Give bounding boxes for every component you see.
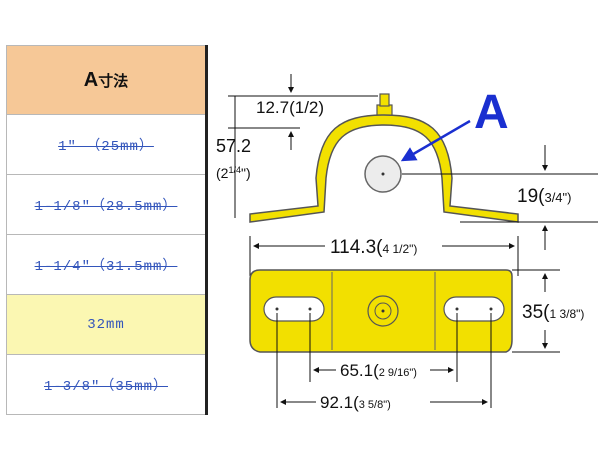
table-row: 1-1/8"（28.5mm）: [6, 174, 207, 235]
size-cell-1: 1" （25mm）: [6, 114, 207, 175]
size-label: 1-3/8"（35mm）: [43, 378, 168, 395]
bracket-drawing: A 12.7(1/2) 57.2 (21/4") 19(3/4") 114.3(…: [216, 74, 598, 412]
size-cell-3: 1-1/4"（31.5mm）: [6, 234, 207, 295]
size-table-header-row: A寸法: [6, 45, 207, 115]
table-row: 32mm: [6, 294, 207, 355]
dim-inner: 65.1(2 9/16"): [309, 313, 458, 382]
header-text: 寸法: [98, 72, 129, 90]
size-cell-2: 1-1/8"（28.5mm）: [6, 174, 207, 235]
table-row: 1-1/4"（31.5mm）: [6, 234, 207, 295]
slot-right: [443, 296, 505, 322]
dim-width-label: 35(1 3/8"): [522, 302, 584, 323]
size-label: 1-1/4"（31.5mm）: [34, 258, 178, 275]
dim-height: 57.2 (21/4"): [216, 96, 251, 218]
dim-outer: 92.1(3 5/8"): [276, 313, 492, 412]
dim-top-gap: 12.7(1/2): [228, 74, 378, 150]
size-table-header: A寸法: [6, 45, 207, 115]
dim-width: 35(1 3/8"): [512, 269, 584, 353]
callout-letter: A: [474, 86, 509, 139]
dim-top-gap-label: 12.7(1/2): [256, 98, 324, 117]
dim-length-label: 114.3(4 1/2"): [330, 237, 417, 258]
size-label: 1" （25mm）: [58, 138, 154, 155]
header-mark: A: [83, 68, 99, 91]
dim-height-open: (21/4"): [216, 165, 251, 181]
dim-inner-label: 65.1(2 9/16"): [340, 361, 417, 380]
size-cell-4: 32mm: [6, 294, 207, 355]
dim-height-label: 57.2: [216, 136, 251, 156]
dim-outer-label: 92.1(3 5/8"): [320, 393, 391, 412]
callout-arrow: [400, 119, 471, 162]
size-label: 1-1/8"（28.5mm）: [34, 198, 178, 215]
bolt-head: [379, 93, 390, 107]
table-row: 1-3/8"（35mm）: [6, 354, 207, 415]
bracket-top-view: [249, 269, 513, 353]
dim-offset-label: 19(3/4"): [517, 186, 572, 207]
table-row: 1" （25mm）: [6, 114, 207, 175]
pipe-center: [381, 172, 385, 176]
size-table: A寸法 1" （25mm） 1-1/8"（28.5mm） 1-1/4"（31.5…: [6, 45, 208, 415]
dim-offset: 19(3/4"): [402, 145, 598, 250]
slot-left: [263, 296, 325, 322]
bracket-strap: [249, 114, 519, 223]
bracket-side-view: [249, 93, 519, 223]
size-cell-5: 1-3/8"（35mm）: [6, 354, 207, 415]
size-label: 32mm: [87, 316, 125, 333]
dim-length: 114.3(4 1/2"): [249, 236, 519, 276]
